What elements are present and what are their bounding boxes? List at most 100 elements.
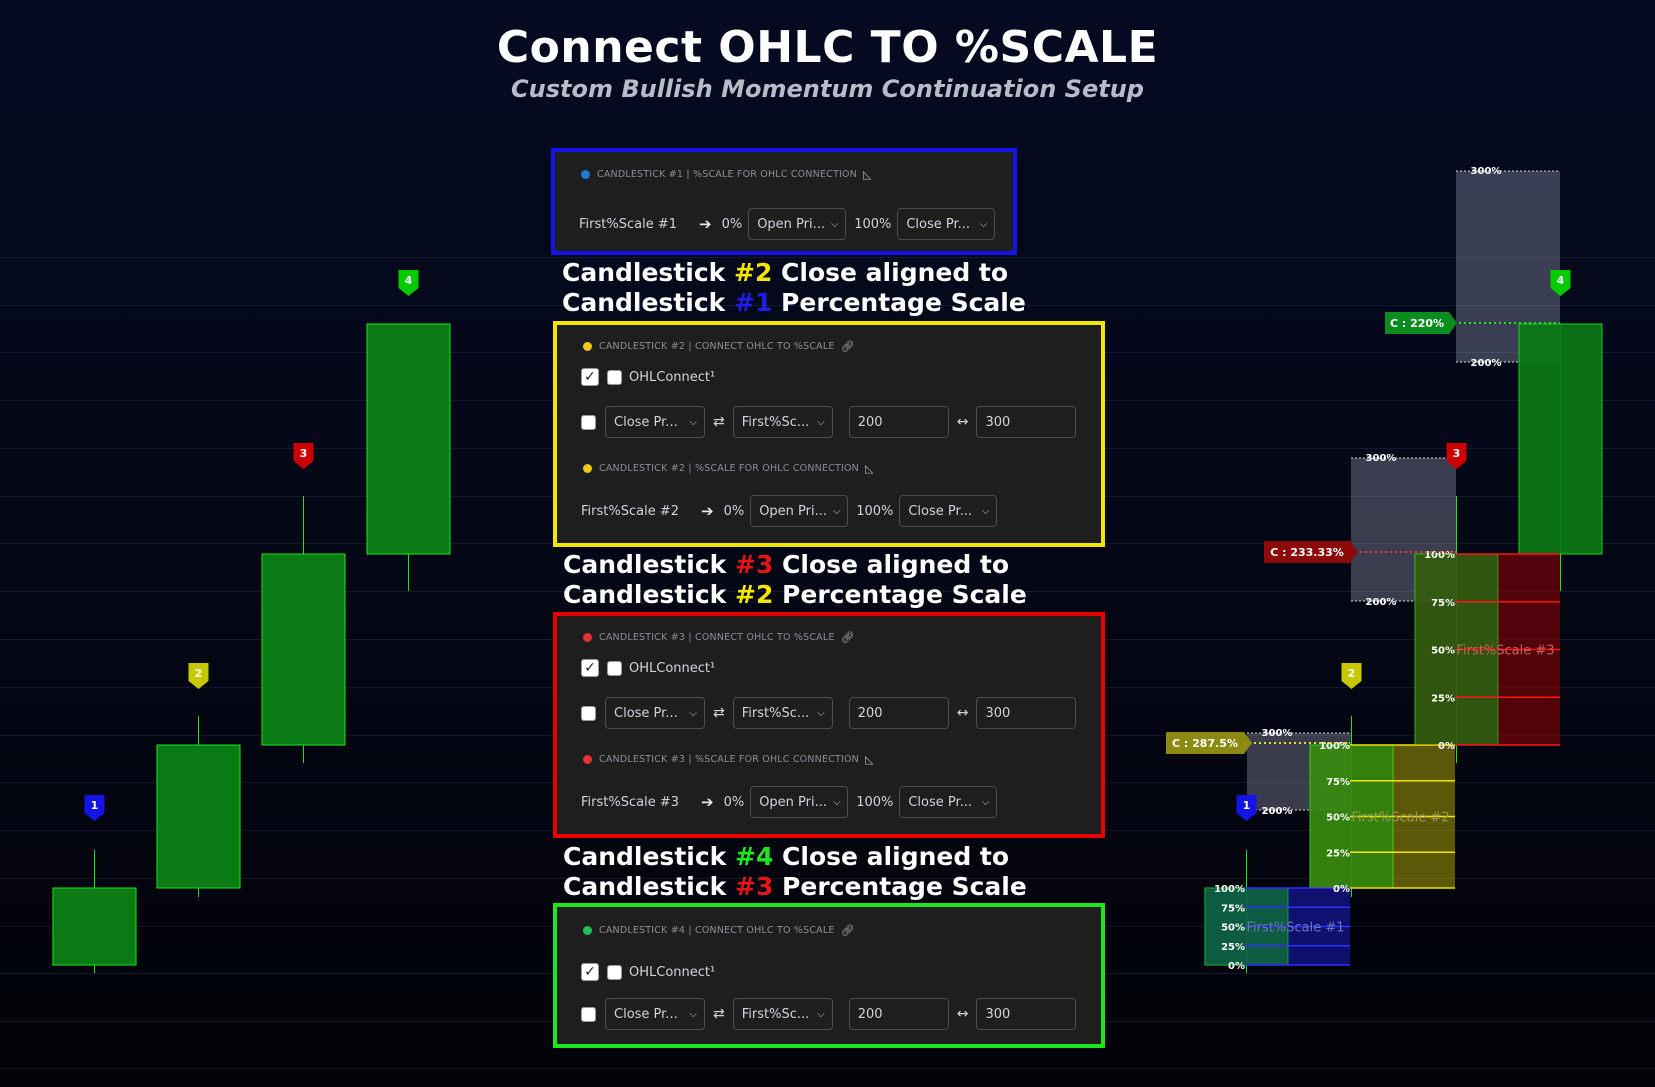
- select-value: Open Pri...: [759, 503, 828, 519]
- ohlconnect-checkbox[interactable]: [607, 369, 622, 385]
- close-tag-label: C : 220%: [1390, 317, 1444, 330]
- link-icon: 🔗︎: [840, 631, 855, 644]
- panel-candlestick-4: CANDLESTICK #4 | CONNECT OHLC TO %SCALE …: [553, 903, 1105, 1048]
- ohlconnect-checkbox[interactable]: [607, 660, 622, 676]
- yellow-dot-icon: [583, 464, 592, 473]
- scale-row-1: First%Scale #1 ➔ 0% Open Pri...⌵ 100% Cl…: [579, 208, 996, 240]
- close-price-select[interactable]: Close Pr... ⌵: [899, 495, 998, 527]
- scale-extension-zone: [1351, 458, 1456, 601]
- chevron-down-icon: ⌵: [833, 505, 841, 517]
- pct-0-label: 0%: [721, 216, 743, 232]
- close-price-select[interactable]: Close Pr... ⌵: [899, 786, 998, 818]
- green-dot-icon: [583, 926, 592, 935]
- ohlconnect-label: OHLConnect¹: [629, 964, 716, 980]
- chevron-down-icon: ⌵: [817, 416, 825, 428]
- chevron-down-icon: ⌵: [981, 796, 990, 808]
- connect-row: Close Pr...⌵ ⇄ First%Sc...⌵ 200 ↔ 300: [581, 406, 1077, 438]
- caption-text: Candlestick: [562, 288, 734, 317]
- section-title: CANDLESTICK #3 | %SCALE FOR OHLC CONNECT…: [599, 754, 859, 765]
- caption-text: Candlestick: [563, 580, 735, 609]
- row-checkbox[interactable]: [581, 1006, 596, 1022]
- open-price-select[interactable]: Open Pri... ⌵: [750, 786, 849, 818]
- source-price-select[interactable]: Close Pr...⌵: [605, 998, 705, 1030]
- candle-marker-label: 4: [405, 274, 413, 287]
- chevron-down-icon: ⌵: [689, 416, 697, 428]
- caption-text: Candlestick: [563, 550, 735, 579]
- enable-checkbox[interactable]: [581, 659, 599, 677]
- range-start-input[interactable]: 200: [848, 697, 949, 729]
- scale-level-label: 25%: [1431, 693, 1455, 704]
- scale-level-label: 100%: [1214, 884, 1245, 895]
- gridline: [0, 1068, 1655, 1069]
- ohlconnect-row: OHLConnect¹: [581, 963, 715, 981]
- select-value: Close Pr...: [614, 414, 678, 430]
- open-price-select[interactable]: Open Pri... ⌵: [750, 495, 849, 527]
- section-header-scale-3: CANDLESTICK #3 | %SCALE FOR OHLC CONNECT…: [583, 753, 874, 766]
- range-end-input[interactable]: 300: [976, 998, 1077, 1030]
- close-price-select[interactable]: Close Pr...⌵: [897, 208, 996, 240]
- target-scale-select[interactable]: First%Sc...⌵: [732, 998, 833, 1030]
- scale-level-label: 0%: [1228, 961, 1245, 972]
- caption-text: Close aligned to: [773, 842, 1010, 871]
- select-value: Close Pr...: [908, 503, 973, 519]
- target-scale-select[interactable]: First%Sc...⌵: [732, 406, 833, 438]
- enable-checkbox[interactable]: [581, 368, 599, 386]
- chevron-down-icon: ⌵: [833, 796, 841, 808]
- source-price-select[interactable]: Close Pr... ⌵: [605, 406, 705, 438]
- range-end-input[interactable]: 300: [976, 406, 1077, 438]
- candle-body: [1518, 323, 1603, 555]
- chevron-down-icon: ⌵: [817, 707, 825, 719]
- source-price-select[interactable]: Close Pr...⌵: [605, 697, 705, 729]
- candle-marker-flag: [398, 270, 419, 296]
- select-value: Close Pr...: [908, 794, 973, 810]
- pct-100-label: 100%: [854, 216, 892, 232]
- enable-checkbox[interactable]: [581, 963, 599, 981]
- select-value: First%Sc...: [741, 1006, 810, 1022]
- chevron-down-icon: ⌵: [831, 218, 839, 230]
- extension-300-label: 300%: [1471, 166, 1502, 177]
- scale-zone: [1498, 554, 1560, 745]
- close-tag-label: C : 233.33%: [1270, 546, 1344, 559]
- section-header-connect-2: CANDLESTICK #2 | CONNECT OHLC TO %SCALE …: [583, 340, 855, 353]
- caption-text: Candlestick: [562, 258, 734, 287]
- ohlconnect-checkbox[interactable]: [607, 964, 622, 980]
- candle-marker-label: 1: [91, 799, 99, 812]
- gridline: [0, 878, 1655, 879]
- connect-row: Close Pr...⌵ ⇄ First%Sc...⌵ 200 ↔ 300: [581, 998, 1077, 1030]
- candle-marker-flag: [293, 443, 314, 469]
- scale-level-label: 50%: [1431, 646, 1455, 657]
- scale-row-2: First%Scale #2 ➔ 0% Open Pri...⌵ 100% Cl…: [581, 495, 998, 527]
- scale-level-label: 75%: [1221, 903, 1245, 914]
- caption-text: Percentage Scale: [772, 288, 1026, 317]
- scale-name-label: First%Scale #1: [1247, 921, 1345, 936]
- caption-number: #3: [735, 550, 774, 579]
- scale-level-label: 50%: [1221, 923, 1245, 934]
- row-checkbox[interactable]: [581, 705, 596, 721]
- caption-candlestick-3: Candlestick #3 Close aligned to Candlest…: [563, 550, 1027, 610]
- caption-candlestick-2: Candlestick #2 Close aligned to Candlest…: [562, 258, 1026, 318]
- target-scale-select[interactable]: First%Sc...⌵: [732, 697, 833, 729]
- scale-row-3: First%Scale #3 ➔ 0% Open Pri...⌵ 100% Cl…: [581, 786, 998, 818]
- scale-extension-zone: [1456, 171, 1560, 362]
- bidirectional-arrow-icon: ↔: [956, 414, 969, 430]
- candle-marker-flag: [1341, 663, 1362, 689]
- scale-extension-zone: [1247, 733, 1352, 810]
- scale-label: First%Scale #3: [581, 794, 679, 810]
- select-value: Open Pri...: [759, 794, 828, 810]
- range-start-input[interactable]: 200: [848, 406, 949, 438]
- row-checkbox[interactable]: [581, 414, 596, 430]
- caption-text: Percentage Scale: [773, 872, 1027, 901]
- scale-level-label: 0%: [1438, 741, 1455, 752]
- link-icon: 🔗︎: [840, 924, 855, 937]
- chevron-down-icon: ⌵: [981, 505, 990, 517]
- panel-candlestick-1: CANDLESTICK #1 | %SCALE FOR OHLC CONNECT…: [551, 148, 1017, 255]
- range-start-input[interactable]: 200: [848, 998, 949, 1030]
- select-value: Close Pr...: [614, 1006, 678, 1022]
- scale-level-label: 25%: [1221, 942, 1245, 953]
- link-icon: 🔗︎: [840, 340, 855, 353]
- red-dot-icon: [583, 633, 592, 642]
- caption-number: #2: [734, 258, 773, 287]
- open-price-select[interactable]: Open Pri...⌵: [748, 208, 847, 240]
- range-end-input[interactable]: 300: [976, 697, 1077, 729]
- section-title: CANDLESTICK #1 | %SCALE FOR OHLC CONNECT…: [597, 169, 857, 180]
